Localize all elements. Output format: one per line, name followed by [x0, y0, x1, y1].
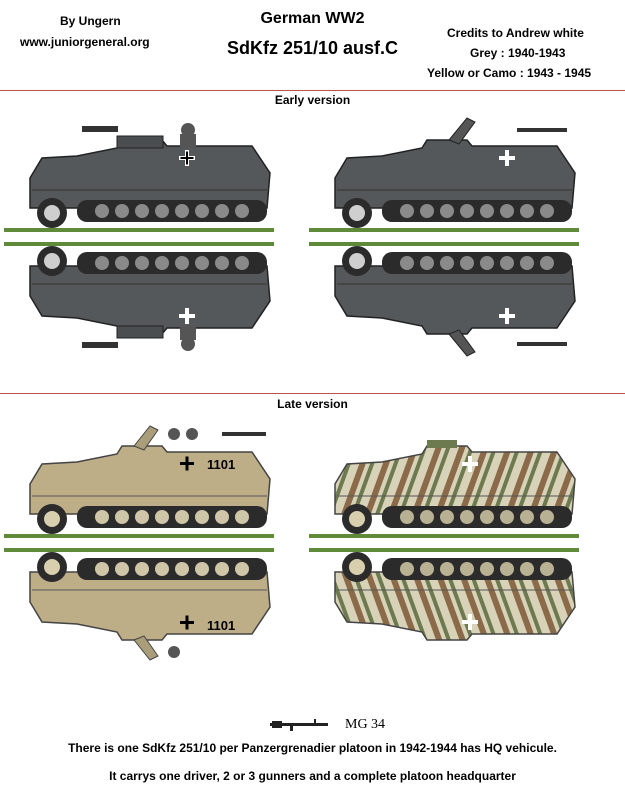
website-credit: www.juniorgeneral.org: [20, 35, 150, 49]
vehicle-late-camo: [309, 440, 579, 641]
mg-label: MG 34: [345, 717, 386, 732]
grey-scheme-text: Grey : 1940-1943: [470, 46, 566, 60]
author-credit: By Ungern: [60, 14, 121, 28]
page-title: German WW2: [260, 10, 365, 27]
vehicle-body-top: [4, 123, 274, 232]
balkenkreuz-mark: [179, 150, 195, 166]
vehicle-body-mirror: [4, 242, 274, 351]
vehicle-late-yellow: 1101 1101: [4, 425, 274, 661]
vehicle-title: SdKfz 251/10 ausf.C: [226, 38, 399, 58]
tactical-number: 1101: [207, 457, 235, 472]
divider-top: [0, 90, 625, 91]
divider-middle: [0, 393, 625, 394]
machine-gun-icon: [270, 719, 328, 731]
early-version-title: Early version: [274, 93, 351, 107]
vehicle-early-crew: [4, 123, 274, 351]
vehicle-early-mg: [309, 117, 579, 357]
late-version-title: Late version: [277, 397, 348, 411]
tactical-number-mirror: 1101: [207, 618, 235, 633]
footer-note-2: It carrys one driver, 2 or 3 gunners and…: [109, 769, 516, 783]
yellow-scheme-text: Yellow or Camo : 1943 - 1945: [427, 66, 592, 80]
footer-note-1: There is one SdKfz 251/10 per Panzergren…: [68, 741, 557, 755]
credits-text: Credits to Andrew white: [447, 26, 584, 40]
